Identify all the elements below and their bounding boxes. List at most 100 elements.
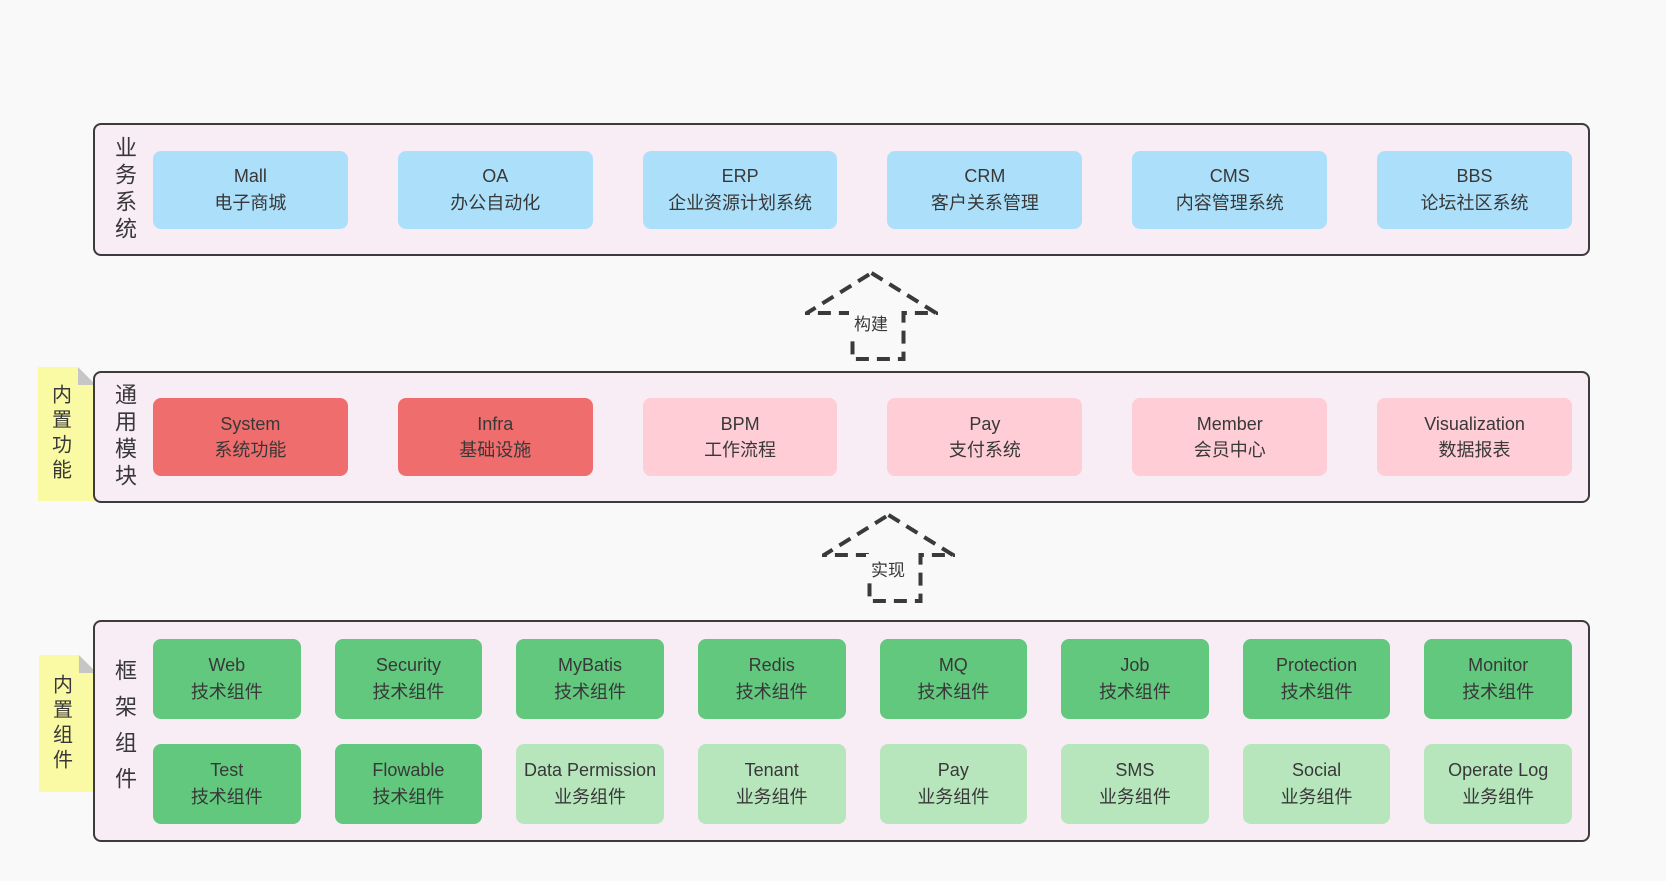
box-title: Redis [748, 655, 795, 676]
box-operate-log: Operate Log 业务组件 [1424, 743, 1572, 824]
box-subtitle: 办公自动化 [450, 192, 541, 213]
box-monitor: Monitor 技术组件 [1424, 638, 1572, 719]
framework-rows: Web 技术组件 Security 技术组件 MyBatis 技术组件 Redi… [153, 622, 1588, 840]
framework-row-2: Test 技术组件 Flowable 技术组件 Data Permission … [153, 743, 1572, 824]
box-pay-system: Pay 支付系统 [887, 398, 1083, 476]
box-oa: OA 办公自动化 [397, 150, 593, 229]
box-member: Member 会员中心 [1132, 398, 1328, 476]
box-cms: CMS 内容管理系统 [1132, 150, 1328, 229]
sticky-note-builtin-features: 内置功能 [38, 367, 96, 501]
arrow-implement: 实现 [822, 512, 955, 604]
box-mq: MQ 技术组件 [879, 638, 1028, 719]
box-subtitle: 数据报表 [1438, 440, 1511, 460]
box-title: BBS [1456, 166, 1493, 187]
box-title: MyBatis [558, 655, 623, 676]
box-subtitle: 客户关系管理 [930, 192, 1039, 213]
box-title: Pay [937, 760, 969, 781]
box-subtitle: 会员中心 [1193, 440, 1266, 460]
box-data-permission: Data Permission 业务组件 [516, 743, 664, 824]
box-subtitle: 技术组件 [372, 786, 445, 807]
box-visualization: Visualization 数据报表 [1377, 398, 1572, 476]
box-subtitle: 业务组件 [1280, 786, 1353, 807]
box-subtitle: 业务组件 [735, 786, 808, 807]
box-social: Social 业务组件 [1242, 743, 1391, 824]
layer-framework-components: 框架组件 Web 技术组件 Security 技术组件 MyBatis 技术组件… [93, 620, 1590, 842]
arrow-build: 构建 [805, 270, 938, 362]
box-crm: CRM 客户关系管理 [887, 150, 1083, 229]
box-title: Mall [233, 166, 267, 187]
box-subtitle: 业务组件 [917, 786, 990, 807]
arrow-implement-label: 实现 [866, 554, 910, 583]
box-subtitle: 系统功能 [214, 440, 287, 460]
box-title: Infra [477, 413, 514, 434]
box-title: CRM [964, 166, 1006, 187]
box-title: Protection [1276, 655, 1358, 676]
box-subtitle: 企业资源计划系统 [668, 192, 813, 213]
box-title: System [220, 413, 281, 434]
box-title: Social [1292, 760, 1342, 781]
box-subtitle: 技术组件 [1280, 681, 1353, 702]
box-subtitle: 基础设施 [459, 440, 532, 460]
box-title: Flowable [372, 760, 445, 781]
box-title: BPM [720, 413, 760, 434]
box-subtitle: 内容管理系统 [1175, 192, 1284, 213]
box-title: OA [482, 166, 509, 187]
box-infra: Infra 基础设施 [397, 398, 593, 476]
box-title: SMS [1115, 760, 1155, 781]
box-web: Web 技术组件 [153, 638, 301, 719]
box-title: Visualization [1424, 413, 1525, 434]
box-bpm: BPM 工作流程 [642, 398, 838, 476]
box-subtitle: 电子商城 [214, 192, 287, 213]
box-title: Member [1196, 413, 1263, 434]
box-title: Tenant [744, 760, 799, 781]
box-erp: ERP 企业资源计划系统 [642, 150, 838, 229]
box-title: Test [210, 760, 244, 781]
box-title: CMS [1209, 166, 1250, 187]
box-subtitle: 技术组件 [372, 681, 445, 702]
box-mall: Mall 电子商城 [153, 150, 348, 229]
sticky-note-text: 内置功能 [48, 384, 71, 484]
box-title: Pay [969, 413, 1001, 434]
box-title: Data Permission [524, 760, 657, 781]
box-protection: Protection 技术组件 [1242, 638, 1391, 719]
box-subtitle: 工作流程 [704, 440, 777, 460]
arrow-build-label: 构建 [849, 308, 893, 337]
box-subtitle: 论坛社区系统 [1420, 192, 1529, 213]
common-boxes: System 系统功能 Infra 基础设施 BPM 工作流程 Pay 支付系统… [153, 373, 1588, 501]
box-system: System 系统功能 [153, 398, 348, 476]
framework-row-1: Web 技术组件 Security 技术组件 MyBatis 技术组件 Redi… [153, 638, 1572, 719]
box-subtitle: 技术组件 [735, 681, 808, 702]
box-bbs: BBS 论坛社区系统 [1377, 150, 1572, 229]
box-title: Web [208, 655, 246, 676]
box-tenant: Tenant 业务组件 [697, 743, 846, 824]
box-subtitle: 业务组件 [554, 786, 627, 807]
box-sms: SMS 业务组件 [1061, 743, 1209, 824]
box-security: Security 技术组件 [334, 638, 483, 719]
box-subtitle: 技术组件 [190, 786, 263, 807]
box-mybatis: MyBatis 技术组件 [516, 638, 664, 719]
box-title: Job [1120, 655, 1150, 676]
box-subtitle: 技术组件 [1462, 681, 1535, 702]
box-title: MQ [938, 655, 968, 676]
box-title: Monitor [1468, 655, 1529, 676]
box-redis: Redis 技术组件 [697, 638, 846, 719]
box-title: Operate Log [1448, 760, 1549, 781]
box-flowable: Flowable 技术组件 [334, 743, 483, 824]
box-title: Security [375, 655, 441, 676]
layer-label-common: 通用模块 [112, 383, 137, 491]
layer-label-business: 业务系统 [112, 135, 137, 244]
box-subtitle: 业务组件 [1462, 786, 1535, 807]
layer-common-modules: 通用模块 System 系统功能 Infra 基础设施 BPM 工作流程 Pay… [93, 371, 1590, 503]
layer-label-framework: 框架组件 [112, 659, 137, 803]
business-boxes: Mall 电子商城 OA 办公自动化 ERP 企业资源计划系统 CRM 客户关系… [153, 125, 1588, 254]
sticky-note-builtin-components: 内置组件 [39, 655, 97, 792]
box-subtitle: 业务组件 [1098, 786, 1171, 807]
box-subtitle: 技术组件 [917, 681, 990, 702]
box-pay-component: Pay 业务组件 [879, 743, 1028, 824]
box-title: ERP [721, 166, 759, 187]
box-job: Job 技术组件 [1061, 638, 1209, 719]
layer-business-systems: 业务系统 Mall 电子商城 OA 办公自动化 ERP 企业资源计划系统 CRM… [93, 123, 1590, 256]
box-test: Test 技术组件 [153, 743, 301, 824]
box-subtitle: 技术组件 [190, 681, 263, 702]
